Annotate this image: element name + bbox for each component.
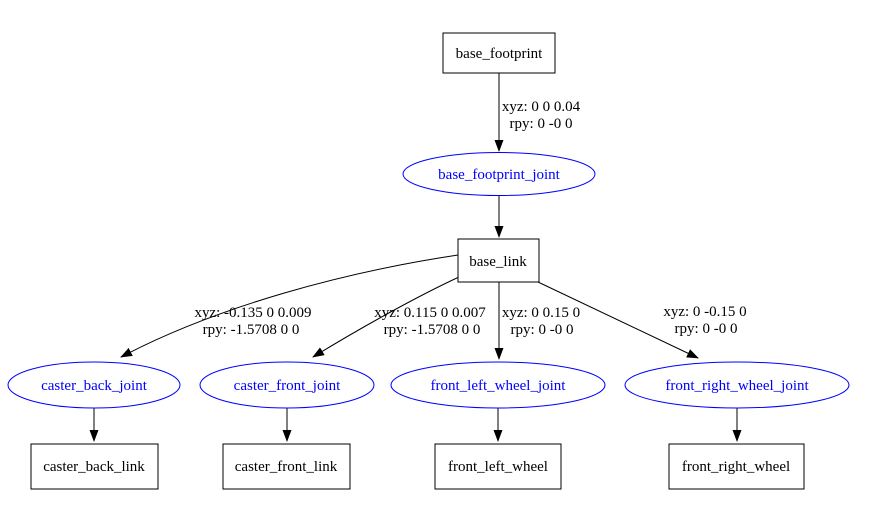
edge-label-xyz: xyz: 0 0.15 0 bbox=[502, 305, 580, 321]
node-box bbox=[442, 32, 556, 74]
node-ellipse bbox=[402, 152, 596, 196]
node-label: caster_front_link bbox=[235, 459, 338, 475]
node-base_footprint_joint: base_footprint_joint bbox=[402, 152, 596, 196]
edge-label-rpy: rpy: 0 -0 0 bbox=[510, 116, 573, 132]
edge-label-xyz: xyz: -0.135 0 0.009 bbox=[194, 305, 311, 321]
edge-base_link-to-caster_back_joint bbox=[120, 254, 459, 358]
node-label: front_left_wheel bbox=[448, 459, 548, 475]
node-label: front_right_wheel bbox=[682, 459, 790, 475]
node-front_right_wheel: front_right_wheel bbox=[668, 443, 805, 490]
node-caster_back_link: caster_back_link bbox=[30, 443, 159, 490]
node-box bbox=[668, 443, 805, 490]
node-box bbox=[457, 238, 540, 283]
node-label: front_left_wheel_joint bbox=[431, 378, 567, 394]
node-ellipse bbox=[624, 361, 850, 409]
edge-label-xyz: xyz: 0 0 0.04 bbox=[502, 99, 581, 115]
node-label: base_footprint bbox=[456, 46, 543, 62]
node-label: caster_back_link bbox=[43, 459, 145, 475]
edge-label-rpy: rpy: 0 -0 0 bbox=[511, 322, 574, 338]
node-ellipse bbox=[390, 361, 606, 409]
edge-label-rpy: rpy: -1.5708 0 0 bbox=[203, 322, 300, 338]
node-caster_back_joint: caster_back_joint bbox=[7, 361, 181, 409]
edge-label-xyz: xyz: 0.115 0 0.007 bbox=[374, 305, 486, 321]
node-label: base_link bbox=[469, 254, 527, 270]
node-front_left_wheel: front_left_wheel bbox=[434, 443, 562, 490]
node-base_link: base_link bbox=[457, 238, 540, 283]
node-base_footprint: base_footprint bbox=[442, 32, 556, 74]
node-caster_front_joint: caster_front_joint bbox=[199, 361, 375, 409]
edge-base_link-to-caster_front_joint bbox=[312, 276, 460, 358]
node-box bbox=[222, 443, 351, 490]
edge-labels: xyz: 0 0 0.04 rpy: 0 -0 0 xyz: -0.135 0 … bbox=[194, 99, 746, 338]
edge-base_link-to-front_right_wheel_joint bbox=[537, 281, 699, 359]
node-label: caster_front_joint bbox=[234, 378, 341, 394]
node-front_right_wheel_joint: front_right_wheel_joint bbox=[624, 361, 850, 409]
node-ellipse bbox=[7, 361, 181, 409]
node-box bbox=[30, 443, 159, 490]
node-label: base_footprint_joint bbox=[438, 167, 560, 183]
edge-label-xyz: xyz: 0 -0.15 0 bbox=[663, 304, 746, 320]
edges bbox=[89, 73, 742, 442]
node-box bbox=[434, 443, 562, 490]
edge-label-rpy: rpy: 0 -0 0 bbox=[675, 321, 738, 337]
node-caster_front_link: caster_front_link bbox=[222, 443, 351, 490]
node-label: caster_back_joint bbox=[41, 378, 148, 394]
node-ellipse bbox=[199, 361, 375, 409]
node-label: front_right_wheel_joint bbox=[665, 378, 809, 394]
edge-label-rpy: rpy: -1.5708 0 0 bbox=[384, 322, 481, 338]
node-front_left_wheel_joint: front_left_wheel_joint bbox=[390, 361, 606, 409]
